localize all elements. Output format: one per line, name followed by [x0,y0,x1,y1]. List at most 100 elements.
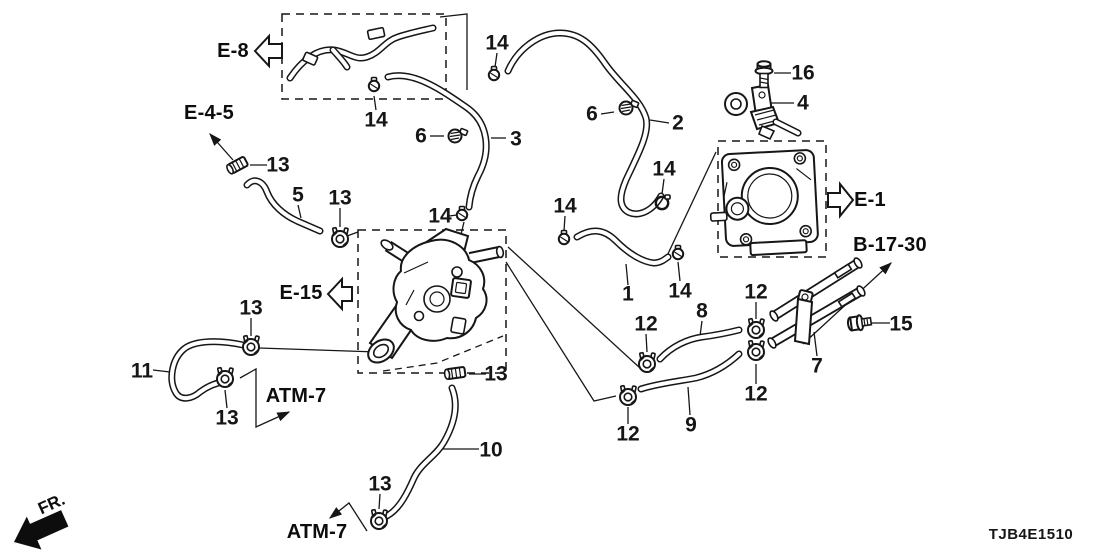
hose-clamp-13-icon [370,508,389,530]
callout-9: 9 [685,414,697,437]
callout-6: 6 [586,103,598,126]
hose-clamp-13-icon [216,366,235,388]
pipe-bracket [793,289,814,346]
arrow-atm7-mid [239,367,291,429]
leader-2 [649,119,670,124]
hose-1 [577,231,668,263]
leader-14-hose3-bot [448,214,458,217]
callout-13: 13 [484,363,507,386]
e15-water-valve-box [357,229,507,374]
callout-14: 14 [668,280,692,303]
part-code: TJB4E1510 [988,526,1074,543]
callout-1: 1 [622,283,634,306]
fr-arrow-icon [14,510,69,550]
callout-5: 5 [292,184,304,207]
leader-14-hose1-right [677,261,681,282]
arrow-atm7-bottom [328,502,368,532]
fr-direction: FR. [14,490,69,550]
ref-label-e15: E-15 [279,282,322,304]
bracket-e8-box [439,13,468,90]
fr-label: FR. [35,490,68,518]
hose-clamp-14-icon [367,76,381,93]
hose-clamp-13-icon [224,155,250,176]
link-hose1-throttle [665,151,717,259]
hose-clamp-14-icon [671,244,685,261]
callout-13: 13 [266,154,289,177]
water-pipe-7 [767,257,867,349]
callout-14: 14 [428,205,452,228]
leader-9 [687,386,691,416]
link-valve-hose8 [507,246,641,369]
hose-8 [660,330,739,359]
arrow-e45 [209,133,234,161]
hose-clamp-13-icon [242,334,261,356]
hose-2 [508,33,661,214]
callout-13: 13 [215,407,238,430]
link-valve-hose9 [505,261,617,402]
callout-2: 2 [672,112,684,135]
callout-14: 14 [485,32,509,55]
e1-block-arrow-icon [827,181,855,219]
hose-clamp-14-icon [487,65,501,82]
bolt-16 [754,60,774,89]
hose-clamp-13-icon [443,365,467,381]
leader-14-ring [661,178,665,195]
leader-14-top [494,52,498,68]
callout-12: 12 [616,423,639,446]
hose-5 [247,181,320,231]
ref-label-atm7-bottom: ATM-7 [287,521,348,543]
leader-11 [152,369,171,373]
leader-5 [297,204,302,219]
throttle-body [709,149,819,256]
ref-label-e45: E-4-5 [184,102,234,124]
leader-13-hose11-bot [224,389,228,409]
link-clamp-to-box [346,231,359,237]
callout-12: 12 [634,313,657,336]
water-valve-assembly [367,227,505,364]
hose-clamp-12-icon [638,351,657,373]
callout-3: 3 [510,128,522,151]
leader-1 [625,263,629,286]
hose-10 [378,388,455,522]
hose-9 [641,354,739,389]
leader-14-hose3-top [373,95,377,111]
hose-clamp-14-icon [455,205,469,222]
e8-block-arrow-icon [253,33,283,69]
callout-13: 13 [368,473,391,496]
callout-12: 12 [744,383,767,406]
callout-13: 13 [239,297,262,320]
leader-14-hose1-left [563,215,566,232]
leader-12-hose8 [645,333,648,353]
callout-8: 8 [696,300,708,323]
hose-3 [388,76,486,207]
ref-label-e1: E-1 [854,189,886,211]
stay-bracket [724,83,802,141]
callout-4: 4 [797,92,809,115]
callout-14: 14 [553,195,577,218]
leader-lines [152,13,892,532]
hose-clamp-12-icon [747,339,766,361]
callout-10: 10 [479,439,502,462]
callout-11: 11 [131,360,154,383]
leader-6-hose2 [600,111,615,115]
callout-13: 13 [328,187,351,210]
hose-clamp-12-icon [619,384,638,406]
callout-15: 15 [889,313,913,336]
callout-12: 12 [744,281,767,304]
ref-label-b1730: B-17-30 [853,234,927,256]
ref-label-atm7-mid: ATM-7 [266,385,327,407]
ref-label-e8: E-8 [217,40,249,62]
hose-clamp-6-icon [447,127,469,144]
hose-clamp-6-icon [618,99,640,116]
callout-16: 16 [791,62,814,85]
hose-clamp-13-icon [331,226,350,248]
leader-7 [813,331,818,357]
leader-13-hose10-bot [378,493,381,510]
e15-block-arrow-icon [326,276,353,312]
callout-7: 7 [811,355,823,378]
leader-8 [699,320,703,337]
